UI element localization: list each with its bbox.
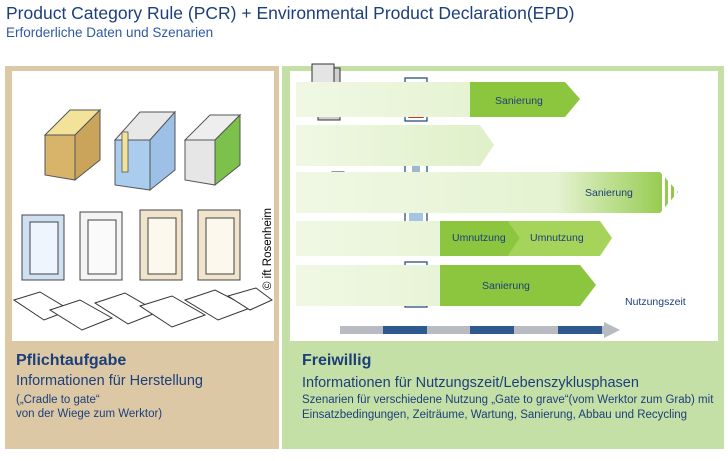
arrow-label-row3: Sanierung: [585, 187, 633, 199]
window-profile-plastic: [113, 110, 177, 192]
arrow-label-row4a: Umnutzung: [452, 232, 506, 244]
window-profile-wood: [43, 108, 102, 182]
copyright-label: © ift Rosenheim: [262, 208, 274, 290]
mandatory-heading: Pflichtaufgabe: [16, 352, 127, 369]
page-subtitle: Erforderliche Daten und Szenarien: [6, 25, 214, 40]
window-profile-aluminium: [183, 113, 242, 187]
voluntary-description: Szenarien für verschiedene Nutzung „Gate…: [302, 394, 714, 421]
voluntary-heading: Freiwillig: [302, 352, 372, 369]
timeline-bar: [340, 322, 620, 338]
voluntary-subheading: Informationen für Nutzungszeit/Lebenszyk…: [302, 375, 639, 391]
facade-panels: [12, 287, 273, 331]
lifecycle-arrows: [296, 82, 678, 306]
arrow-label-row1: Sanierung: [495, 95, 543, 107]
mandatory-subheading: Informationen für Herstellung: [16, 373, 203, 389]
page-title: Product Category Rule (PCR) + Environmen…: [6, 3, 575, 23]
window-frame-row: [21, 209, 241, 281]
axis-label: Nutzungszeit: [625, 296, 686, 308]
mandatory-note-line2: von der Wiege zum Werktor): [16, 408, 163, 420]
arrow-label-row5: Sanierung: [482, 280, 530, 292]
mandatory-note-line1: („Cradle to gate“: [16, 394, 100, 406]
arrow-label-row4b: Umnutzung: [530, 232, 584, 244]
